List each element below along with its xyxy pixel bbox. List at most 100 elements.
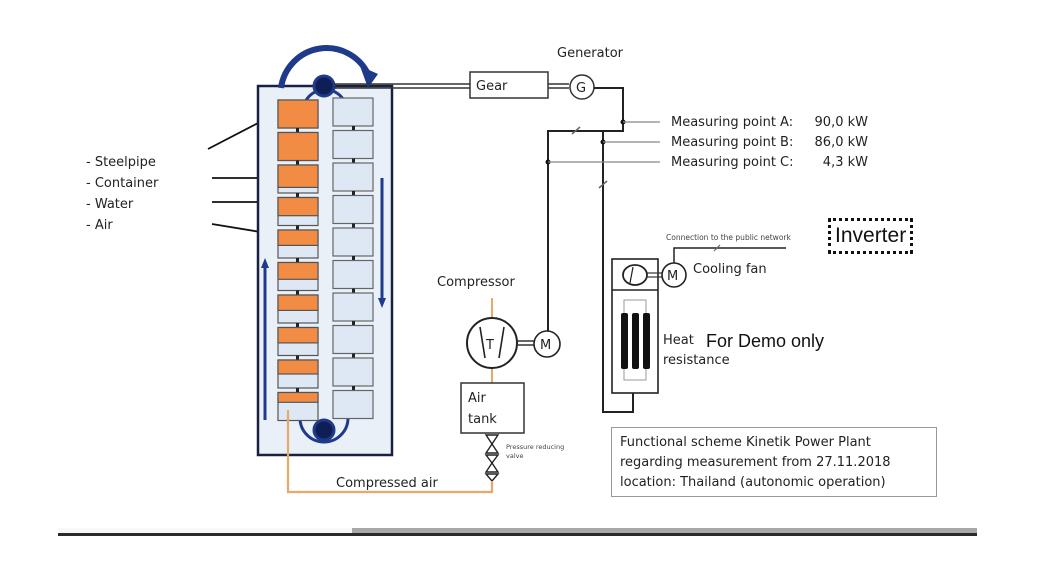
ascending-container — [277, 388, 319, 422]
container-body — [332, 162, 374, 192]
air-tank-label-1: Air — [468, 391, 487, 406]
legend-steelpipe: - Steelpipe — [86, 155, 156, 170]
container-air — [277, 229, 319, 246]
progress-track[interactable] — [58, 528, 977, 533]
container-body — [332, 259, 374, 290]
compressor-motor-shaft — [517, 340, 534, 346]
info-line-1: Functional scheme Kinetik Power Plant — [620, 435, 871, 450]
chain-link — [352, 256, 355, 260]
chain-link — [296, 128, 299, 132]
pressure-valve-label-1: Pressure reducing — [506, 443, 564, 451]
descending-container — [332, 223, 374, 257]
fan-blade — [629, 266, 634, 284]
ascending-container — [277, 128, 319, 162]
gear-box — [469, 71, 549, 99]
generator-symbol: G — [576, 81, 586, 96]
measuring-point-c-value: 4,3 kW — [823, 155, 868, 170]
measuring-point-b-value: 86,0 kW — [815, 135, 869, 150]
container-body — [332, 227, 374, 257]
rotation-arrow-icon — [278, 45, 371, 89]
drive-shaft — [334, 83, 470, 89]
ascending-container — [277, 193, 319, 227]
container-body — [332, 97, 374, 127]
compressor-motor-icon — [533, 330, 561, 358]
chain-link — [296, 160, 299, 165]
cooling-fan-motor-symbol: M — [667, 269, 678, 284]
ascending-container — [277, 355, 319, 389]
container-air — [277, 261, 319, 280]
container-air — [277, 326, 319, 344]
bottom-chain-curve — [298, 417, 350, 444]
container-air — [277, 164, 319, 188]
wire-tick-mark — [713, 244, 721, 252]
top-sprocket-icon — [312, 74, 336, 98]
ascending-container — [277, 225, 319, 259]
up-arrow-icon — [261, 258, 269, 420]
down-arrow-icon — [378, 178, 386, 308]
chain-link — [352, 386, 355, 390]
legend-air: - Air — [86, 218, 113, 233]
video-progress-bar[interactable] — [58, 528, 977, 536]
progress-base-line — [58, 533, 977, 536]
ascending-container — [277, 258, 319, 292]
compressor-motor-symbol: M — [540, 338, 551, 353]
measuring-point-a-value: 90,0 kW — [815, 115, 869, 130]
descending-container — [332, 126, 374, 160]
pointer-steelpipe — [207, 121, 261, 150]
legend-container: - Container — [86, 176, 159, 191]
ascending-containers — [277, 99, 319, 422]
air-tank-label-2: tank — [468, 412, 497, 427]
compressed-air-line — [286, 410, 494, 494]
ascending-container — [277, 160, 319, 194]
info-line-3: location: Thailand (autonomic operation) — [620, 475, 886, 490]
chain-link — [352, 223, 355, 228]
progress-played — [58, 528, 353, 533]
container-air — [277, 196, 319, 217]
cooling-fan-icon — [622, 264, 648, 286]
chain-link — [296, 193, 299, 197]
heat-resistance-label-1: Heat — [663, 333, 694, 348]
container-body — [332, 292, 374, 322]
descending-container — [332, 158, 374, 192]
chain-link — [352, 353, 355, 358]
compressor-blades-icon — [479, 326, 505, 359]
chain-link — [296, 323, 299, 327]
container-body — [332, 324, 374, 355]
heat-resistance-elements-icon — [621, 313, 650, 369]
rotation-arrowhead-icon — [360, 66, 378, 88]
heat-resistance-label-2: resistance — [663, 353, 730, 368]
container-air — [277, 391, 319, 403]
chain-link — [296, 290, 299, 295]
gear-label: Gear — [476, 79, 508, 94]
chain-link — [296, 388, 299, 392]
container-body — [332, 389, 374, 420]
ascending-container — [277, 290, 319, 324]
compressor-symbol: T — [485, 338, 494, 353]
descending-container — [332, 97, 374, 127]
chain-link — [296, 258, 299, 262]
chain-link — [352, 321, 355, 325]
measuring-point-c-label: Measuring point C: — [671, 155, 794, 170]
generator-label: Generator — [557, 46, 624, 61]
public-network-wire — [673, 247, 786, 263]
gear-generator-shaft — [548, 83, 569, 89]
info-box: Functional scheme Kinetik Power Plant re… — [611, 427, 937, 497]
compressed-air-label: Compressed air — [336, 476, 439, 491]
descending-container — [332, 321, 374, 355]
chain-link — [352, 288, 355, 293]
measurements: Measuring point A: 90,0 kW Measuring poi… — [671, 115, 868, 170]
container-air — [277, 99, 319, 129]
descending-container — [332, 386, 374, 420]
chain-link — [352, 158, 355, 163]
compressor-label: Compressor — [437, 275, 516, 290]
ascending-container — [277, 99, 319, 129]
descending-container — [332, 256, 374, 290]
descending-containers — [332, 97, 374, 420]
container-air — [277, 359, 319, 375]
container-body — [332, 129, 374, 160]
connection-public-network-label: Connection to the public network — [666, 233, 791, 242]
container-air — [277, 294, 319, 311]
descending-container — [332, 353, 374, 387]
descending-container — [332, 191, 374, 225]
